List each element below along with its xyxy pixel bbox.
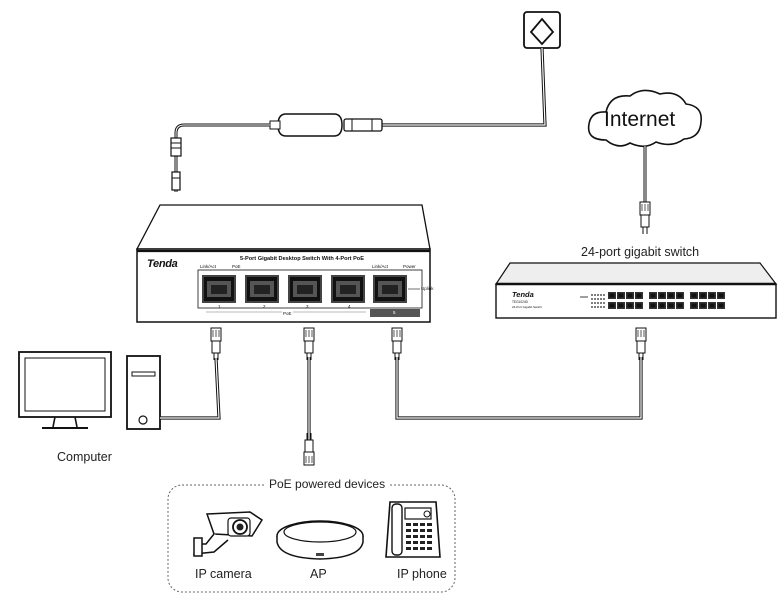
internet-cloud-icon	[587, 89, 703, 148]
link-act-right-label: Link/Act	[372, 264, 389, 269]
port-number: 5	[393, 310, 396, 315]
link-act-left-label: Link/Act	[200, 264, 217, 269]
ap-label: AP	[310, 567, 327, 581]
switch-24-label: 24-port gigabit switch	[581, 245, 700, 259]
dc-cable	[174, 123, 270, 192]
poe-led-label: PoE	[232, 264, 241, 269]
ip-phone-label: IP phone	[397, 567, 447, 581]
wall-socket-icon	[523, 11, 561, 49]
rj45-connector-icon	[210, 327, 222, 361]
pc-tower-icon	[126, 355, 161, 430]
switch-5-brand: Tenda	[147, 258, 178, 270]
ethernet-cable-computer	[160, 357, 221, 420]
poe-group-label: PoE	[282, 311, 293, 316]
power-cord	[380, 47, 547, 127]
computer-label: Computer	[57, 450, 112, 464]
port-number: 3	[306, 304, 309, 309]
ip-phone-icon	[385, 501, 441, 558]
power-adapter-icon	[269, 113, 383, 137]
switch-24-description: 24-Port Gigabit Switch	[512, 305, 542, 309]
uplink-label: Uplink	[421, 286, 434, 291]
switch-24-port	[494, 262, 778, 319]
port-number: 2	[263, 304, 266, 309]
power-led-label: Power	[403, 264, 416, 269]
port-number: 4	[348, 304, 351, 309]
switch-5-title: 5-Port Gigabit Desktop Switch With 4-Por…	[240, 256, 364, 262]
monitor-icon	[18, 351, 112, 429]
ethernet-cable-uplink	[395, 357, 643, 420]
internet-label: Internet	[604, 108, 676, 131]
switch-24-brand: Tenda	[512, 290, 534, 299]
rj45-connector-icon	[391, 327, 403, 361]
port-number: 1	[218, 304, 221, 309]
ip-camera-icon	[193, 511, 264, 557]
rj45-connector-icon	[635, 327, 647, 361]
switch-24-model: TEG1024D	[512, 300, 528, 304]
poe-devices-title: PoE powered devices	[266, 477, 389, 491]
rj45-connector-icon	[639, 201, 651, 235]
dc-plug-icon	[170, 137, 182, 191]
access-point-icon	[276, 520, 364, 560]
rj45-connector-icon	[303, 327, 315, 361]
switch-5-port-poe	[135, 204, 431, 323]
ip-camera-label: IP camera	[195, 567, 252, 581]
